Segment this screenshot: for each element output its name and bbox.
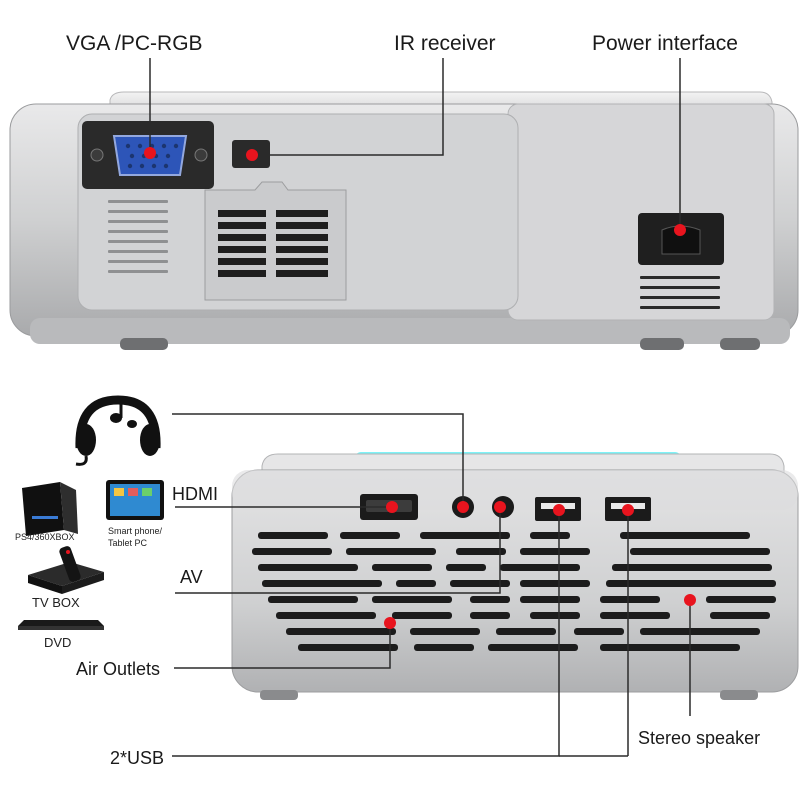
vent-slot	[600, 612, 670, 619]
vent-slot	[520, 580, 590, 587]
phone-caption-line2: Tablet PC	[108, 538, 148, 548]
vent-slot	[600, 644, 740, 651]
vent-slot	[520, 596, 580, 603]
vent-slot	[520, 548, 590, 555]
power-marker	[674, 224, 686, 236]
vent-grille	[218, 210, 328, 277]
vent-slot	[372, 564, 432, 571]
vent-slot	[268, 596, 358, 603]
vent-slot	[410, 628, 480, 635]
vent-slot	[392, 612, 452, 619]
dvd-player-icon	[18, 620, 104, 630]
av-marker	[494, 501, 506, 513]
vent-slot	[446, 564, 486, 571]
air-outlets-label: Air Outlets	[76, 659, 160, 679]
phone-caption-line1: Smart phone/	[108, 526, 163, 536]
vent-slot	[258, 532, 328, 539]
usb-label: 2*USB	[110, 748, 164, 768]
vent-slot	[640, 628, 760, 635]
vent-slot	[456, 548, 506, 555]
vent-slot	[262, 580, 382, 587]
game-console-icon	[22, 482, 78, 536]
vent-slot	[414, 644, 474, 651]
vga-marker	[144, 147, 156, 159]
vent-slot	[530, 532, 570, 539]
tablet-icon	[106, 480, 164, 520]
vent-slot	[470, 596, 510, 603]
vent-slot	[340, 532, 400, 539]
vent-slot	[706, 596, 776, 603]
vent-slot	[346, 548, 436, 555]
vent-slot	[252, 548, 332, 555]
vent-slot	[298, 644, 398, 651]
vent-slot	[710, 612, 770, 619]
usb2-marker	[622, 504, 634, 516]
dvd-caption: DVD	[44, 635, 71, 650]
ir-marker	[246, 149, 258, 161]
vent-slot	[286, 628, 396, 635]
vent-slot	[470, 612, 510, 619]
tv-box-icon	[28, 546, 104, 594]
vent-slot	[372, 596, 452, 603]
projector-side-view	[172, 413, 799, 757]
hdmi-label: HDMI	[172, 484, 218, 504]
stereo-speaker-label: Stereo speaker	[638, 728, 760, 748]
power-interface-label: Power interface	[592, 32, 738, 55]
top-leader-lines	[149, 58, 681, 230]
ir-receiver-label: IR receiver	[394, 32, 496, 55]
vent-slot	[500, 564, 580, 571]
usb1-marker	[553, 504, 565, 516]
vent-slot	[620, 532, 750, 539]
vent-slot	[606, 580, 776, 587]
vent-slot	[530, 612, 580, 619]
vent-slot	[630, 548, 770, 555]
vent-slot	[258, 564, 358, 571]
vent-slot	[420, 532, 510, 539]
air-outlet-marker	[384, 617, 396, 629]
projector-rear-view	[9, 58, 799, 350]
bottom-leader-lines	[172, 413, 691, 757]
hdmi-marker	[386, 501, 398, 513]
vent-slot	[396, 580, 436, 587]
av-label: AV	[180, 567, 203, 587]
vga-label: VGA /PC-RGB	[66, 32, 203, 55]
tvbox-caption: TV BOX	[32, 595, 80, 610]
ps4-caption: PS4/360XBOX	[15, 532, 75, 542]
air-outlet-grille	[252, 532, 776, 651]
headphones-icon	[75, 395, 161, 466]
stereo-marker	[684, 594, 696, 606]
vent-slot	[574, 628, 624, 635]
vent-slot	[276, 612, 376, 619]
vent-slot	[600, 596, 660, 603]
vent-slot	[488, 644, 578, 651]
audio-marker	[457, 501, 469, 513]
vent-slot	[612, 564, 772, 571]
vent-slot	[496, 628, 556, 635]
vent-slot	[450, 580, 510, 587]
